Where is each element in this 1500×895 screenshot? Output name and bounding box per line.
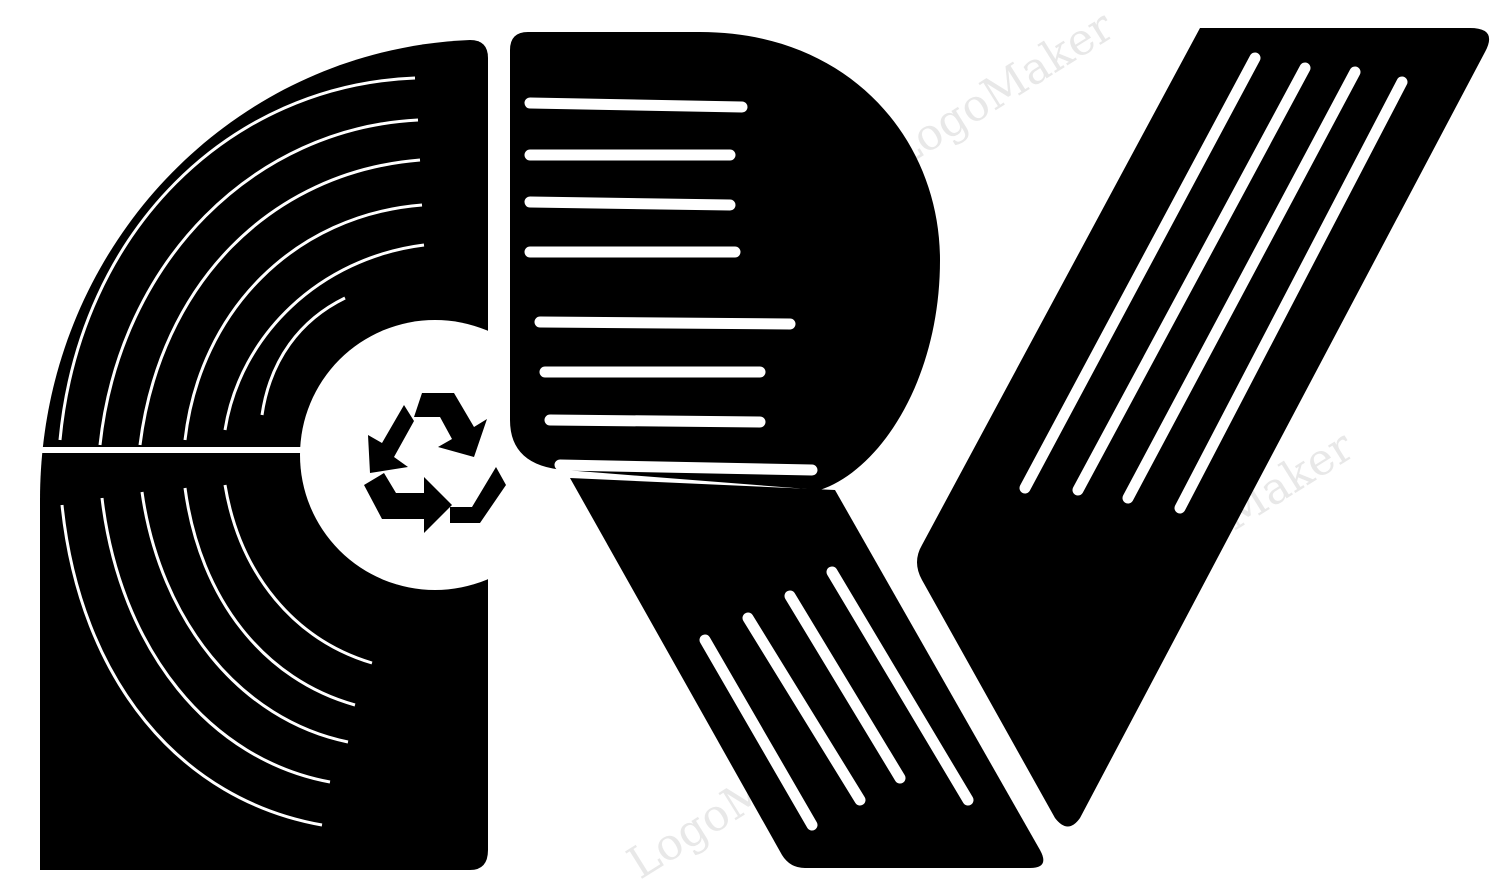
v-stripe	[1122, 66, 1361, 504]
v-stripe	[1072, 62, 1311, 496]
arc-groove	[260, 296, 346, 416]
d-stripe	[699, 634, 818, 831]
arc-groove	[140, 491, 349, 744]
d-stripe	[826, 566, 974, 806]
arc-groove	[223, 484, 373, 665]
lower-arc-grooves	[60, 484, 373, 827]
v-stripe	[1174, 76, 1408, 514]
h-stripe	[544, 414, 766, 428]
h-stripe	[554, 459, 818, 476]
d-stripe	[742, 612, 866, 806]
v-stripes	[1019, 52, 1408, 514]
upper-arc-grooves	[58, 76, 425, 446]
split-line	[40, 447, 340, 453]
h-stripe	[524, 196, 736, 211]
emblem-disc	[300, 320, 570, 590]
arc-groove	[100, 497, 331, 784]
r-left-body	[40, 40, 488, 870]
v-stripe	[1019, 52, 1261, 494]
arc-groove	[223, 243, 425, 431]
arc-groove	[60, 504, 323, 827]
h-stripe	[534, 316, 796, 330]
watermark-text: LogoMaker	[879, 0, 1123, 179]
d-stripe	[784, 590, 906, 784]
arc-groove	[98, 118, 419, 446]
v-body	[917, 28, 1490, 827]
arc-groove	[58, 76, 416, 441]
arc-groove	[138, 158, 421, 446]
recycle-emblem	[300, 320, 570, 590]
h-stripe	[524, 97, 748, 113]
letter-r-left	[40, 40, 488, 870]
letter-r-middle	[510, 32, 1044, 868]
r-mid-leg	[570, 478, 1044, 868]
letter-v	[917, 28, 1490, 827]
recycle-icon	[364, 393, 506, 533]
arc-groove	[183, 203, 423, 441]
arc-groove	[183, 487, 356, 707]
r-mid-stripes	[524, 97, 974, 831]
